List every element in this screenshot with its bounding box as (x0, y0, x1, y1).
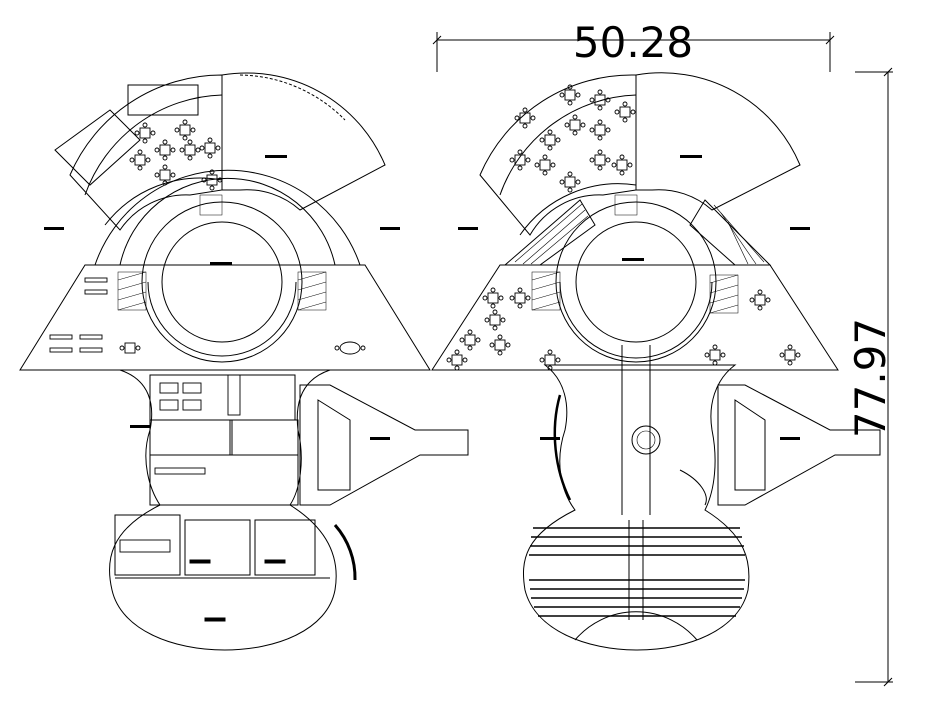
height-dimension: 77.97 (846, 67, 895, 687)
width-dimension-label: 50.28 (573, 18, 693, 67)
furniture (49, 84, 801, 553)
hatched-areas (117, 194, 739, 314)
right-floor-plan (431, 72, 881, 651)
width-dimension: 50.28 (432, 18, 835, 72)
height-dimension-label: 77.97 (846, 318, 895, 438)
level-markers (44, 155, 810, 440)
left-floor-plan (19, 72, 469, 651)
